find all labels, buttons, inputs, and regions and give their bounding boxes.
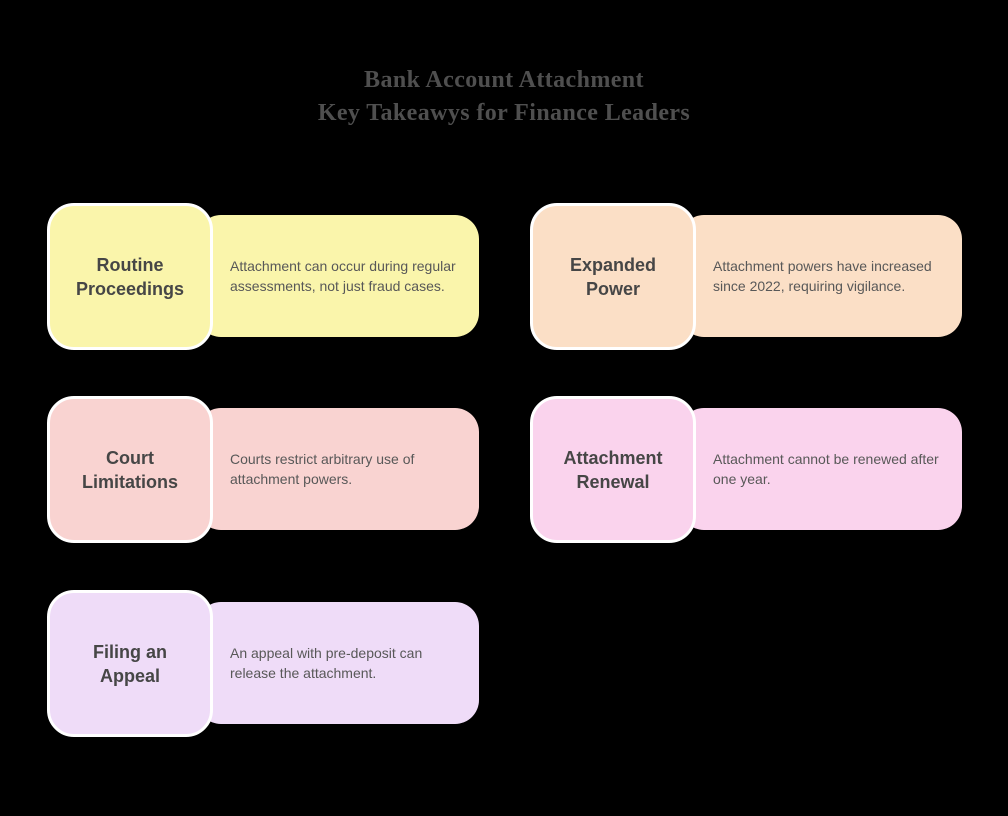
infographic-title: Bank Account Attachment Key Takeawys for… <box>0 64 1008 130</box>
title-line-1: Bank Account Attachment <box>364 67 644 93</box>
card-label-square: Court Limitations <box>47 396 213 543</box>
card-description: Courts restrict arbitrary use of attachm… <box>230 451 415 487</box>
card-title: Court Limitations <box>81 447 178 492</box>
card-description-pill: An appeal with pre-deposit can release t… <box>197 602 479 724</box>
card-description: Attachment powers have increased since 2… <box>713 258 932 294</box>
card-attachment-renewal: Attachment cannot be renewed after one y… <box>530 396 963 543</box>
title-line-2: Key Takeawys for Finance Leaders <box>317 100 691 126</box>
card-label-square: Routine Proceedings <box>47 203 213 350</box>
card-expanded-power: Attachment powers have increased since 2… <box>530 203 963 350</box>
card-label-square: Filing an Appeal <box>47 590 213 737</box>
card-description: Attachment cannot be renewed after one y… <box>713 451 939 487</box>
card-description-pill: Attachment cannot be renewed after one y… <box>680 408 962 530</box>
card-description-pill: Attachment can occur during regular asse… <box>197 215 479 337</box>
card-description: Attachment can occur during regular asse… <box>230 258 456 294</box>
card-title: Expanded Power <box>569 254 657 299</box>
card-title: Routine Proceedings <box>75 254 185 299</box>
card-description-pill: Attachment powers have increased since 2… <box>680 215 962 337</box>
card-routine-proceedings: Attachment can occur during regular asse… <box>47 203 480 350</box>
card-title: Attachment Renewal <box>563 447 663 492</box>
card-label-square: Expanded Power <box>530 203 696 350</box>
card-court-limitations: Courts restrict arbitrary use of attachm… <box>47 396 480 543</box>
card-description-pill: Courts restrict arbitrary use of attachm… <box>197 408 479 530</box>
card-label-square: Attachment Renewal <box>530 396 696 543</box>
card-description: An appeal with pre-deposit can release t… <box>230 645 423 681</box>
card-filing-an-appeal: An appeal with pre-deposit can release t… <box>47 590 480 737</box>
card-title: Filing an Appeal <box>93 641 167 686</box>
